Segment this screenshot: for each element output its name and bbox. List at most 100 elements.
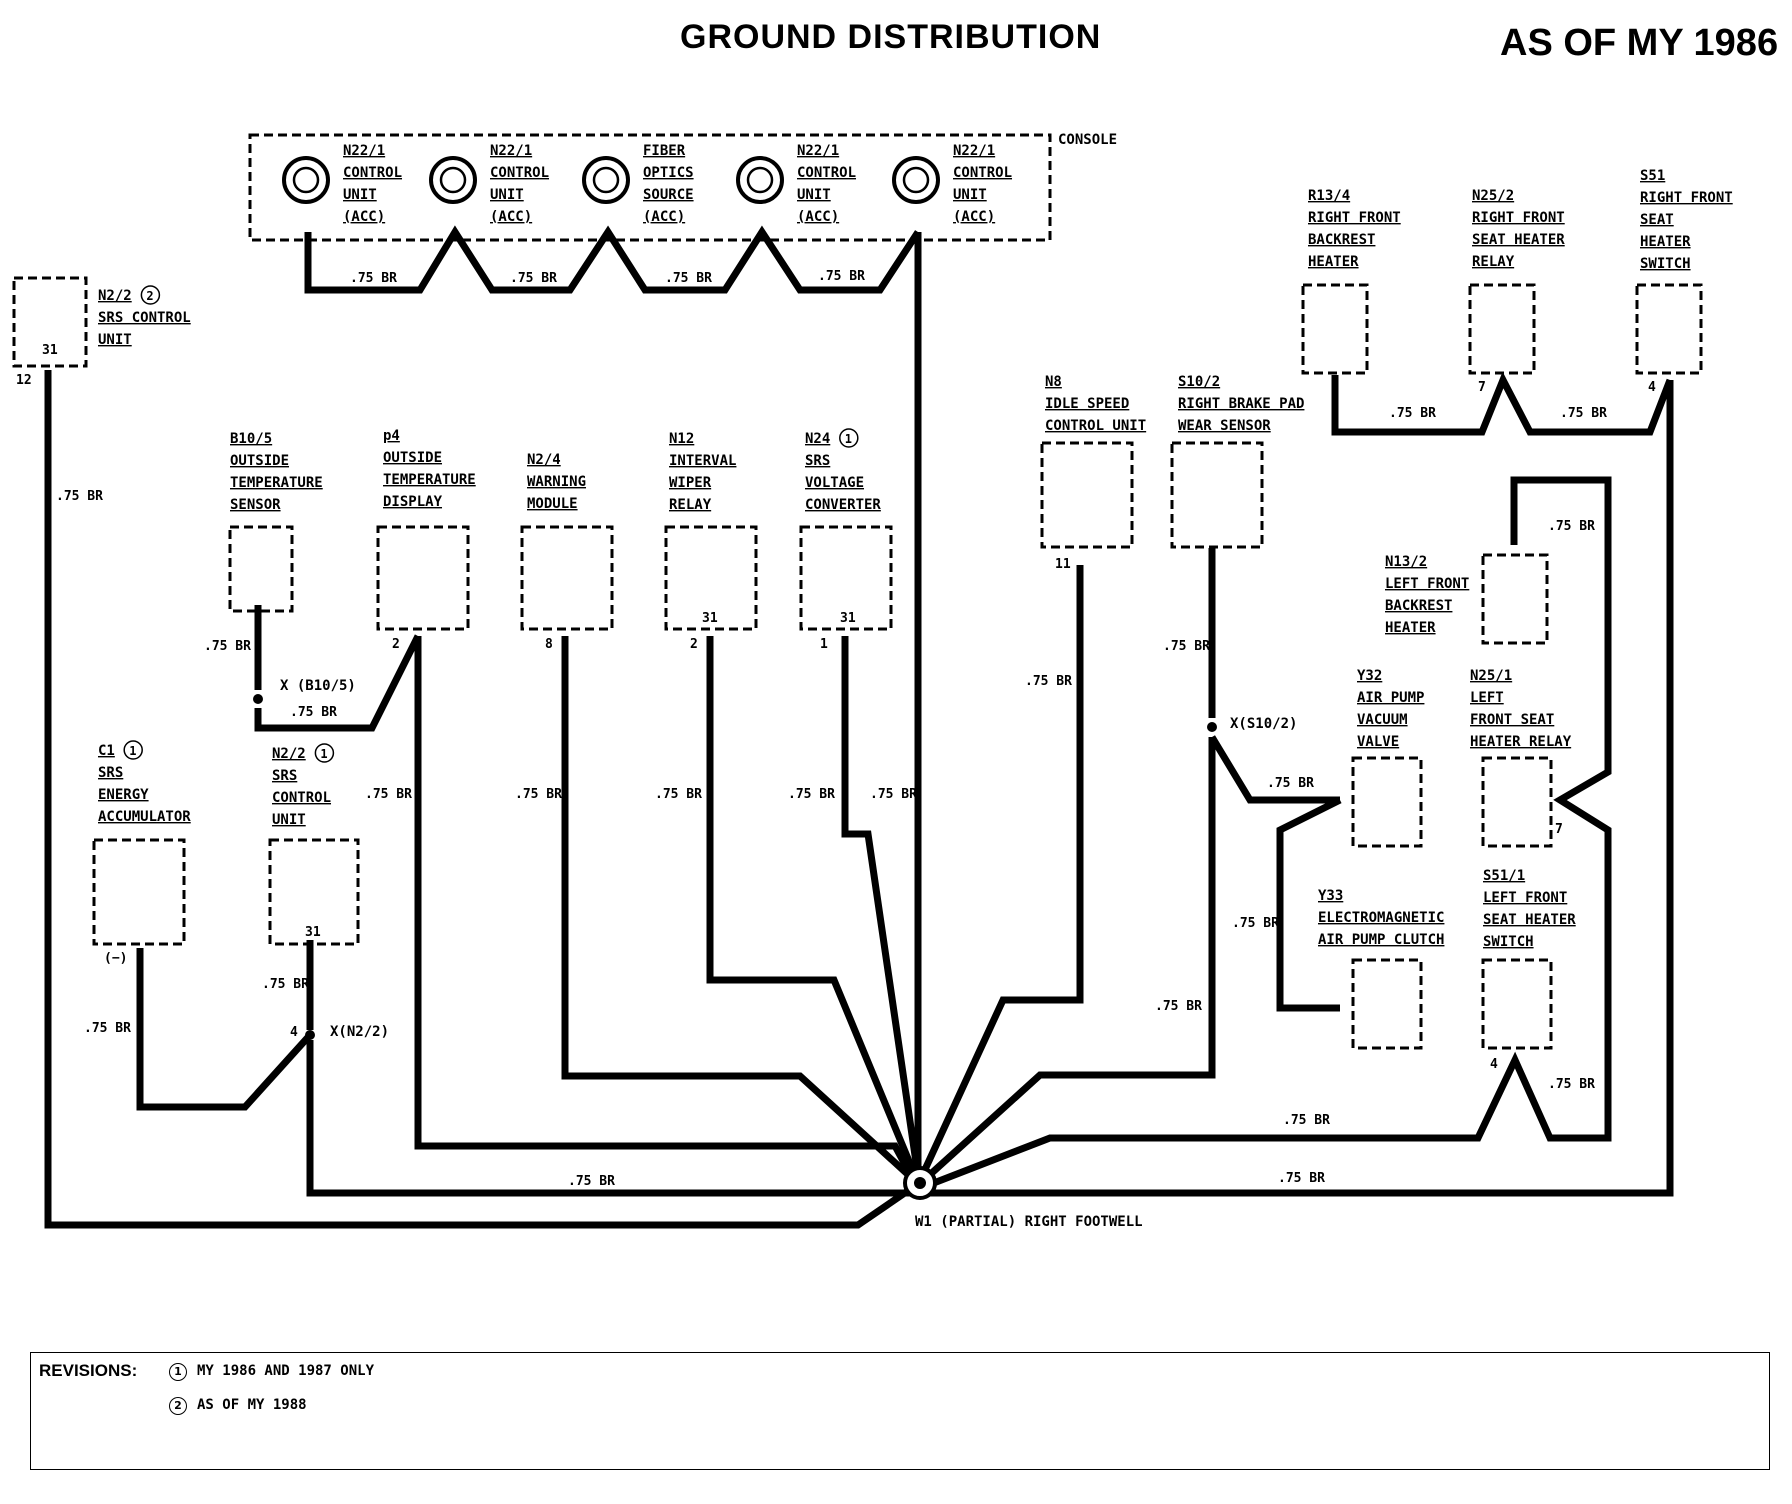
wire-gauge-label-22: .75 BR <box>1278 1171 1325 1186</box>
p4-label-line-3: TEMPERATURE <box>383 472 476 488</box>
backrest-heater-right-label-line-2: RIGHT FRONT <box>1308 210 1401 226</box>
wiper-relay-pin: 2 <box>690 637 698 652</box>
x-s10-2-label: X(S10/2) <box>1230 716 1297 732</box>
console-unit-connector-inner-4 <box>746 166 774 194</box>
air-pump-valve-label-line-4: VALVE <box>1357 734 1399 750</box>
console-unit-1-line-4: (ACC) <box>343 209 385 225</box>
air-pump-clutch-box <box>1351 958 1423 1050</box>
console-unit-connector-2 <box>429 156 477 204</box>
p4-label-line-2: OUTSIDE <box>383 450 442 466</box>
voltage-converter-label-line-1: N24 <box>805 431 830 447</box>
revision-text-2: AS OF MY 1988 <box>197 1397 307 1413</box>
wire-gauge-label-20: .75 BR <box>1155 999 1202 1014</box>
wire-gauge-label-23: .75 BR <box>1389 406 1436 421</box>
wire-gauge-label-24: .75 BR <box>1560 406 1607 421</box>
console-unit-3-line-4: (ACC) <box>643 209 685 225</box>
seat-heater-relay-left-label-line-3: FRONT SEAT <box>1470 712 1554 728</box>
wire-gauge-label-25: .75 BR <box>1548 519 1595 534</box>
seat-heater-switch-left-pin: 4 <box>1490 1057 1498 1072</box>
p4-label-line-1: p4 <box>383 428 400 444</box>
wire-gauge-label-26: .75 BR <box>1548 1077 1595 1092</box>
voltage-converter-pin: 1 <box>820 637 828 652</box>
wire-gauge-label-21: .75 BR <box>1283 1113 1330 1128</box>
left-seat-heater-loop <box>924 476 1612 1190</box>
revision-number-1: 1 <box>169 1363 187 1381</box>
console-unit-5-line-3: UNIT <box>953 187 987 203</box>
srs-control-unit-2-pin-inside: 31 <box>42 343 58 358</box>
energy-accumulator-label-line-1: C1 <box>98 743 115 759</box>
srs-control-unit-2-ground <box>44 370 914 1229</box>
wire-gauge-label-12: .75 BR <box>870 787 917 802</box>
console-unit-1-line-3: UNIT <box>343 187 377 203</box>
console-unit-4-line-1: N22/1 <box>797 143 839 159</box>
srs-control-unit-1-label-line-4: UNIT <box>272 812 306 828</box>
wire-gauge-label-2: .75 BR <box>510 271 557 286</box>
seat-heater-relay-right-label-line-1: N25/2 <box>1472 188 1514 204</box>
idle-speed-control-box <box>1040 441 1134 549</box>
seat-heater-switch-right-label-line-5: SWITCH <box>1640 256 1691 272</box>
backrest-heater-left-label-line-4: HEATER <box>1385 620 1436 636</box>
console-unit-3-line-2: OPTICS <box>643 165 694 181</box>
idle-speed-control-label-line-3: CONTROL UNIT <box>1045 418 1146 434</box>
warning-module-label-line-3: MODULE <box>527 496 578 512</box>
seat-heater-relay-left-label-line-2: LEFT <box>1470 690 1504 706</box>
console-unit-5-line-2: CONTROL <box>953 165 1012 181</box>
console-unit-4-line-2: CONTROL <box>797 165 856 181</box>
wire-gauge-label-13: .75 BR <box>84 1021 131 1036</box>
console-ground-chain <box>304 225 921 294</box>
seat-heater-switch-right-box <box>1635 283 1703 375</box>
voltage-converter-ground-wire <box>841 636 922 1177</box>
wire-gauge-label-9: .75 BR <box>515 787 562 802</box>
s10-2-ground-wire <box>921 737 1216 1183</box>
b10-5-box <box>228 525 294 613</box>
wire-gauge-label-18: .75 BR <box>1267 776 1314 791</box>
seat-heater-relay-right-pin: 7 <box>1478 380 1486 395</box>
backrest-heater-right-label-line-1: R13/4 <box>1308 188 1350 204</box>
srs-control-unit-2-label-line-1: N2/2 <box>98 288 132 304</box>
seat-heater-relay-right-box <box>1468 283 1536 375</box>
console-unit-1-line-2: CONTROL <box>343 165 402 181</box>
console-unit-2-line-4: (ACC) <box>490 209 532 225</box>
air-pump-valve-box <box>1351 756 1423 848</box>
backrest-heater-right-box <box>1301 283 1369 375</box>
warning-module-label-line-1: N2/4 <box>527 452 561 468</box>
backrest-heater-left-label-line-1: N13/2 <box>1385 554 1427 570</box>
console-label: CONSOLE <box>1058 132 1117 148</box>
console-unit-connector-5 <box>892 156 940 204</box>
wire-gauge-label-15: .75 BR <box>568 1174 615 1189</box>
p4-ground-wire <box>414 636 919 1185</box>
wire-gauge-label-19: .75 BR <box>1232 916 1279 931</box>
voltage-converter-label-revision-marker <box>839 428 859 448</box>
wire-gauge-label-8: .75 BR <box>365 787 412 802</box>
seat-heater-switch-right-label-line-3: SEAT <box>1640 212 1674 228</box>
brake-pad-sensor-box <box>1170 441 1264 549</box>
srs-control-unit-1-box <box>268 838 360 946</box>
energy-accumulator-label-revision-marker <box>123 740 143 760</box>
console-unit-5-line-1: N22/1 <box>953 143 995 159</box>
console-unit-3-line-1: FIBER <box>643 143 686 159</box>
srs-control-unit-2-label-revision-marker <box>140 285 161 305</box>
console-unit-connector-inner-3 <box>592 166 620 194</box>
revisions-title: REVISIONS: <box>39 1361 138 1380</box>
console-unit-connector-4 <box>736 156 784 204</box>
console-unit-2-line-3: UNIT <box>490 187 524 203</box>
p4-box <box>376 525 470 631</box>
seat-heater-switch-right-label-line-1: S51 <box>1640 168 1665 184</box>
wire-gauge-label-1: .75 BR <box>350 271 397 286</box>
backrest-heater-right-label-line-4: HEATER <box>1308 254 1359 270</box>
backrest-heater-left-box <box>1481 553 1549 645</box>
voltage-converter-pin-inside: 31 <box>840 611 856 626</box>
b10-5-label-line-2: OUTSIDE <box>230 453 289 469</box>
srs-control-unit-1-label-revision-marker <box>314 743 335 763</box>
warning-module-pin: 8 <box>545 637 553 652</box>
idle-speed-control-label-line-1: N8 <box>1045 374 1062 390</box>
voltage-converter-label-line-4: CONVERTER <box>805 497 881 513</box>
console-unit-connector-inner-1 <box>292 166 320 194</box>
wire-harness <box>44 225 1674 1229</box>
seat-heater-relay-left-box <box>1481 756 1553 848</box>
srs-control-unit-2-box <box>12 276 88 368</box>
warning-module-label-line-2: WARNING <box>527 474 586 490</box>
